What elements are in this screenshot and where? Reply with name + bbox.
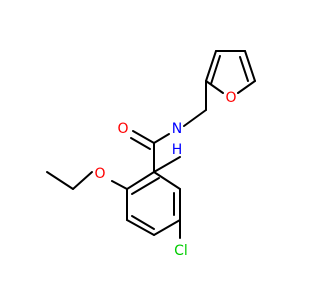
atom-label-nitrogen: N — [172, 121, 182, 137]
bond — [153, 133, 170, 144]
bond — [239, 56, 249, 82]
atom-label-hydrogen: H — [172, 142, 183, 158]
bond — [237, 80, 256, 94]
bond — [153, 219, 181, 236]
bond — [46, 171, 74, 190]
bond — [72, 171, 93, 190]
bond — [126, 171, 155, 190]
bond — [132, 130, 155, 144]
bond — [153, 171, 181, 190]
molecule-structure: O N H O O Cl — [46, 50, 256, 259]
atom-label-oxygen-ether: O — [94, 166, 105, 182]
atom-label-chlorine: Cl — [174, 243, 188, 259]
bond — [131, 177, 160, 195]
bond — [244, 50, 256, 82]
bond — [131, 215, 155, 230]
bond — [153, 156, 181, 173]
atom-label-oxygen-carbonyl: O — [117, 121, 128, 137]
bond — [205, 50, 217, 82]
bond — [205, 80, 224, 94]
bond — [183, 109, 207, 127]
bond — [111, 180, 128, 190]
atom-label-oxygen-furan: O — [225, 90, 236, 106]
bond — [210, 55, 221, 85]
bond — [130, 137, 151, 150]
bond — [126, 219, 155, 236]
